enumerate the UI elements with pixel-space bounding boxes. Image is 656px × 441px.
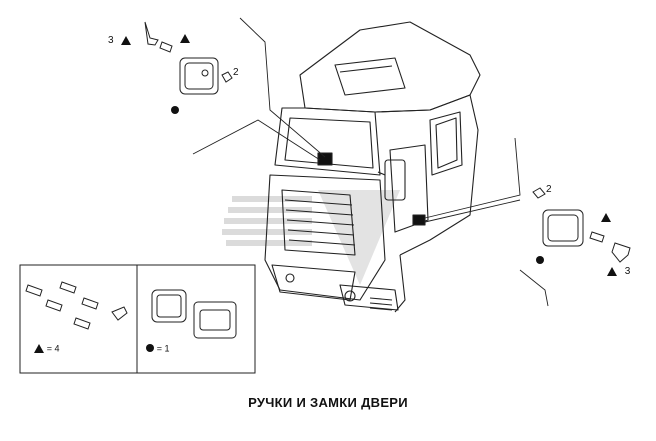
legend-triangle-text: = 4: [46, 343, 60, 354]
callout-number: 3: [624, 266, 631, 277]
triangle-icon: [607, 266, 617, 276]
callout-clip-right: 2: [546, 184, 552, 195]
callout-number: 2: [233, 67, 239, 78]
callout-num-top-left: 3: [108, 35, 132, 46]
inset-box-handles: [136, 264, 256, 374]
truck-cab-drawing: [264, 21, 481, 313]
triangle-icon: [121, 35, 132, 45]
dot-icon: [171, 106, 179, 115]
diagram-title: РУЧКИ И ЗАМКИ ДВЕРИ: [248, 395, 408, 410]
triangle-marker-right: [601, 212, 611, 223]
callout-num-bottom-right: 3: [607, 266, 630, 277]
dot-marker-right: [536, 255, 544, 266]
part-group-top-left: [144, 21, 233, 95]
dot-icon: [146, 344, 154, 353]
legend-dot-text: = 1: [156, 343, 170, 354]
watermark-logo: [222, 190, 400, 285]
legend-triangle: = 4: [34, 343, 60, 354]
triangle-icon: [601, 212, 611, 222]
triangle-icon: [34, 343, 44, 353]
part-group-right: [532, 187, 631, 263]
triangle-icon: [180, 33, 190, 43]
triangle-marker-top: [180, 33, 190, 44]
legend-dot: = 1: [146, 343, 170, 354]
dot-icon: [536, 256, 544, 265]
callout-number: 2: [546, 184, 552, 195]
leader-lines: [192, 17, 549, 307]
dot-marker-top-left: [171, 105, 179, 116]
inset-box-fasteners: [19, 264, 138, 374]
callout-number: 3: [108, 35, 114, 46]
callout-clip-left: 2: [233, 67, 239, 78]
